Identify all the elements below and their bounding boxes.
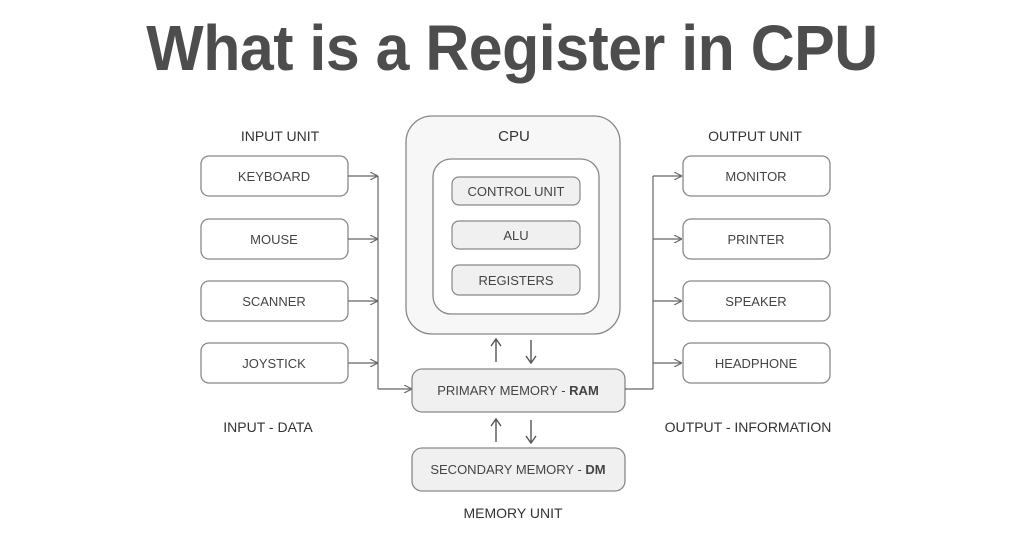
page-title: What is a Register in CPU: [146, 12, 878, 84]
primary-memory-box: PRIMARY MEMORY - RAM: [411, 368, 626, 413]
input-device-label: SCANNER: [242, 294, 306, 309]
output-device-label: MONITOR: [725, 169, 786, 184]
output-device-headphone: HEADPHONE: [682, 342, 831, 384]
primary-memory-type: RAM: [569, 383, 599, 398]
secondary-memory-type: DM: [585, 462, 605, 477]
input-device-joystick: JOYSTICK: [200, 342, 349, 384]
input-device-label: JOYSTICK: [242, 356, 306, 371]
svg-text:SECONDARY MEMORY - DM: SECONDARY MEMORY - DM: [430, 462, 605, 477]
svg-text:PRIMARY MEMORY - RAM: PRIMARY MEMORY - RAM: [437, 383, 599, 398]
output-device-label: HEADPHONE: [715, 356, 798, 371]
output-unit-heading: OUTPUT UNIT: [708, 128, 802, 144]
cpu-component-label: ALU: [503, 228, 528, 243]
cpu-component-control-unit: CONTROL UNIT: [451, 176, 581, 206]
input-device-mouse: MOUSE: [200, 218, 349, 260]
input-data-label: INPUT - DATA: [223, 419, 313, 435]
input-device-label: MOUSE: [250, 232, 298, 247]
ram-secondary-connectors: [490, 417, 537, 445]
cpu-component-registers: REGISTERS: [451, 264, 581, 296]
cpu-block: CPU CONTROL UNIT ALU REGISTERS: [405, 115, 621, 335]
input-unit-heading: INPUT UNIT: [241, 128, 320, 144]
cpu-component-label: REGISTERS: [478, 273, 553, 288]
output-device-label: SPEAKER: [725, 294, 786, 309]
cpu-component-label: CONTROL UNIT: [467, 184, 564, 199]
output-device-label: PRINTER: [727, 232, 784, 247]
output-device-speaker: SPEAKER: [682, 280, 831, 322]
output-device-monitor: MONITOR: [682, 155, 831, 197]
input-device-label: KEYBOARD: [238, 169, 310, 184]
input-device-keyboard: KEYBOARD: [200, 155, 349, 197]
input-device-scanner: SCANNER: [200, 280, 349, 322]
input-connectors: [348, 176, 411, 389]
output-connectors: [625, 176, 681, 390]
cpu-heading: CPU: [498, 128, 530, 145]
output-information-label: OUTPUT - INFORMATION: [665, 419, 832, 435]
output-device-printer: PRINTER: [682, 218, 831, 260]
primary-memory-label: PRIMARY MEMORY -: [437, 383, 569, 398]
cpu-ram-connectors: [490, 337, 537, 365]
memory-unit-label: MEMORY UNIT: [463, 505, 562, 521]
secondary-memory-box: SECONDARY MEMORY - DM: [411, 447, 626, 492]
secondary-memory-label: SECONDARY MEMORY -: [430, 462, 585, 477]
cpu-component-alu: ALU: [451, 220, 581, 250]
